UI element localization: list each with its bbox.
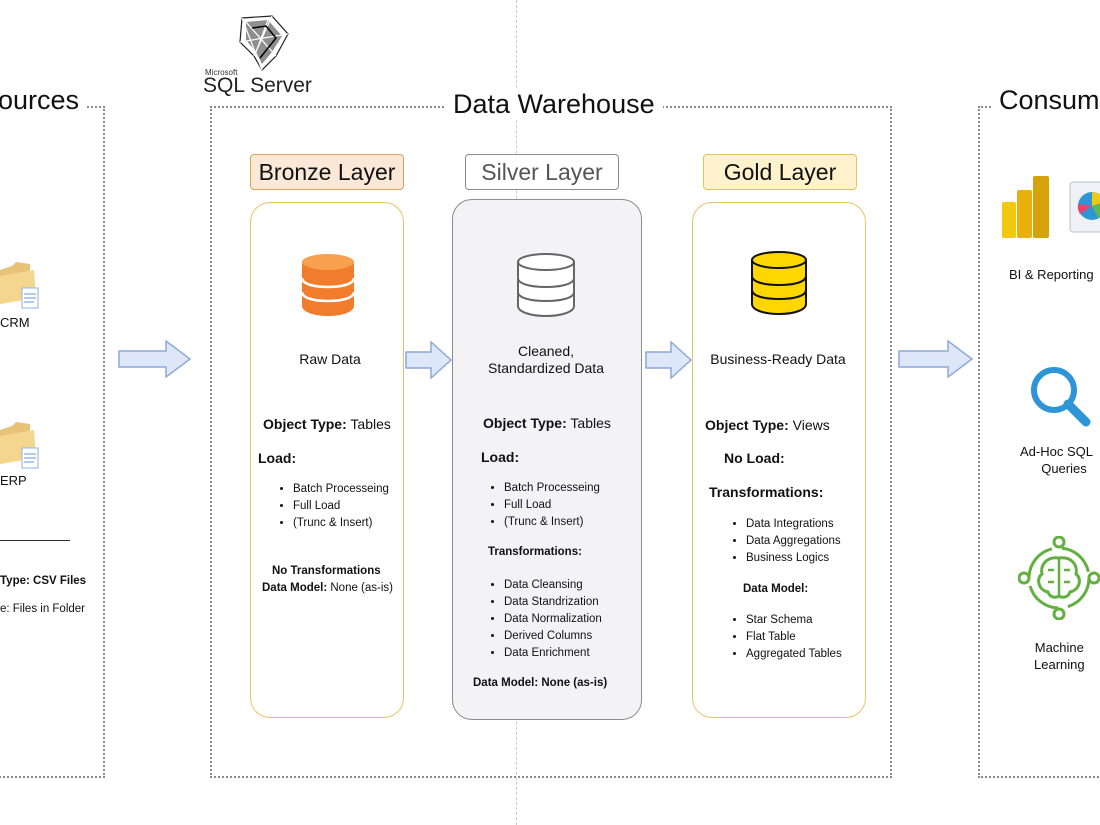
silver-database-icon (517, 253, 575, 318)
bronze-layer-header: Bronze Layer (250, 154, 404, 190)
power-bi-icon (1002, 176, 1049, 238)
flow-arrow-sources-to-bronze (118, 340, 192, 378)
gold-transformations-list: Data Integrations Data Aggregations Busi… (728, 516, 841, 567)
sql-server-brand: SQL Server (203, 74, 312, 97)
bronze-load-label: Load: (258, 450, 297, 466)
machine-learning-line2: Learning (1034, 657, 1085, 672)
bronze-description: Raw Data (299, 351, 361, 367)
gold-data-model-label: Data Model: (743, 583, 809, 595)
sources-divider (0, 540, 70, 541)
silver-load-label: Load: (481, 449, 520, 465)
consume-title: Consum (993, 84, 1100, 116)
gold-load: No Load: (724, 450, 785, 466)
machine-learning-line1: Machine (1034, 640, 1084, 655)
bronze-load-list: Batch Processeing Full Load (Trunc & Ins… (275, 481, 389, 532)
sources-title: ources (0, 84, 86, 116)
bronze-object-type: Object Type: Tables (263, 416, 391, 432)
gold-transformation-item: Business Logics (746, 550, 841, 567)
bronze-object-type-value: Tables (350, 416, 391, 432)
bronze-transformations: No Transformations (272, 565, 381, 577)
silver-load-item: Full Load (504, 497, 600, 514)
silver-data-model: Data Model: None (as-is) (473, 677, 608, 689)
silver-load-list: Batch Processeing Full Load (Trunc & Ins… (486, 480, 600, 531)
bronze-load-item: (Trunc & Insert) (293, 515, 389, 532)
bi-reporting-label: BI & Reporting (1009, 267, 1094, 282)
magnifier-icon (1031, 367, 1091, 427)
gold-object-type: Object Type: Views (705, 417, 830, 433)
silver-transformation-item: Data Enrichment (504, 645, 602, 662)
gold-object-type-value: Views (792, 417, 830, 433)
gold-transformation-item: Data Aggregations (746, 533, 841, 550)
gold-data-model-item: Star Schema (746, 612, 842, 629)
gold-data-model-item: Flat Table (746, 629, 842, 646)
gold-layer-header: Gold Layer (703, 154, 857, 190)
gold-transformations-label: Transformations: (709, 484, 824, 500)
silver-object-type-label: Object Type: (483, 415, 567, 431)
silver-transformations-label: Transformations: (488, 546, 582, 558)
sql-server-logo-icon (239, 15, 289, 71)
bronze-object-type-label: Object Type: (263, 416, 347, 432)
crm-folder-icon (0, 262, 39, 309)
silver-object-type-value: Tables (570, 415, 611, 431)
silver-transformation-item: Data Normalization (504, 611, 602, 628)
data-warehouse-title: Data Warehouse (445, 88, 663, 120)
silver-object-type: Object Type: Tables (483, 415, 611, 431)
machine-learning-brain-icon (1018, 536, 1100, 620)
silver-layer-header: Silver Layer (465, 154, 619, 190)
silver-transformations-list: Data Cleansing Data Standrization Data N… (486, 577, 602, 662)
crm-label: CRM (0, 315, 30, 330)
adhoc-sql-line1: Ad-Hoc SQL (1020, 444, 1093, 459)
sources-object-type: Type: CSV Files (0, 575, 86, 587)
silver-description-line2: Standardized Data (488, 360, 604, 376)
bronze-data-model: Data Model: None (as-is) (262, 582, 393, 594)
sources-interface: e: Files in Folder (0, 603, 86, 615)
adhoc-sql-line2: Queries (1041, 461, 1087, 476)
silver-description: Cleaned,Standardized Data (452, 343, 640, 377)
adhoc-sql-label: Ad-Hoc SQL Queries (1020, 443, 1093, 477)
flow-arrow-silver-to-gold (645, 341, 693, 379)
silver-load-item: Batch Processeing (504, 480, 600, 497)
gold-description: Business-Ready Data (710, 351, 846, 367)
silver-transformation-item: Data Standrization (504, 594, 602, 611)
pie-report-icon (1069, 181, 1100, 233)
bronze-load-item: Full Load (293, 498, 389, 515)
erp-folder-icon (0, 422, 39, 469)
bronze-load-item: Batch Processeing (293, 481, 389, 498)
gold-object-type-label: Object Type: (705, 417, 789, 433)
bronze-data-model-label: Data Model: (262, 582, 328, 594)
bronze-data-model-value: None (as-is) (330, 582, 394, 594)
silver-load-item: (Trunc & Insert) (504, 514, 600, 531)
sources-object-type-text: Type: CSV Files (0, 575, 87, 587)
flow-arrow-gold-to-consume (898, 340, 974, 378)
flow-arrow-bronze-to-silver (405, 341, 453, 379)
silver-transformation-item: Data Cleansing (504, 577, 602, 594)
gold-data-model-item: Aggregated Tables (746, 646, 842, 663)
gold-data-model-list: Star Schema Flat Table Aggregated Tables (728, 612, 842, 663)
silver-transformation-item: Derived Columns (504, 628, 602, 645)
sql-server-brand-small: Microsoft (205, 68, 238, 77)
erp-label: ERP (0, 473, 27, 488)
gold-transformation-item: Data Integrations (746, 516, 841, 533)
silver-description-line1: Cleaned, (517, 343, 575, 359)
bronze-database-icon (300, 254, 356, 316)
gold-database-icon (751, 251, 807, 316)
